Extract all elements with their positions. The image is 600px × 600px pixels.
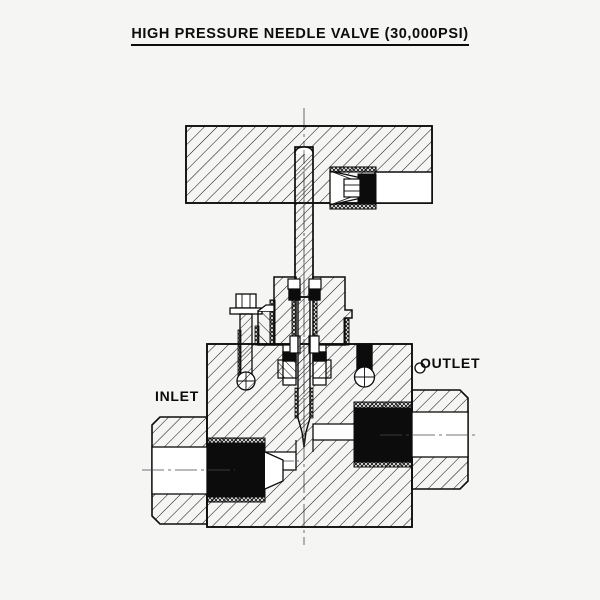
gland-collar	[254, 304, 275, 346]
inlet-label: INLET	[155, 388, 199, 404]
needle	[294, 296, 314, 448]
handle-thread	[329, 166, 377, 210]
body-bolt	[353, 343, 376, 388]
inlet-fitting	[142, 416, 284, 525]
detail-circle	[414, 362, 426, 374]
drawing-title: HIGH PRESSURE NEEDLE VALVE (30,000PSI)	[0, 26, 600, 46]
set-screw	[343, 173, 377, 203]
drawing-title-text: HIGH PRESSURE NEEDLE VALVE (30,000PSI)	[131, 26, 469, 46]
outlet-label: OUTLET	[420, 355, 481, 371]
packing-gland	[277, 335, 332, 386]
stem	[294, 146, 314, 298]
outlet-fitting	[353, 389, 478, 490]
